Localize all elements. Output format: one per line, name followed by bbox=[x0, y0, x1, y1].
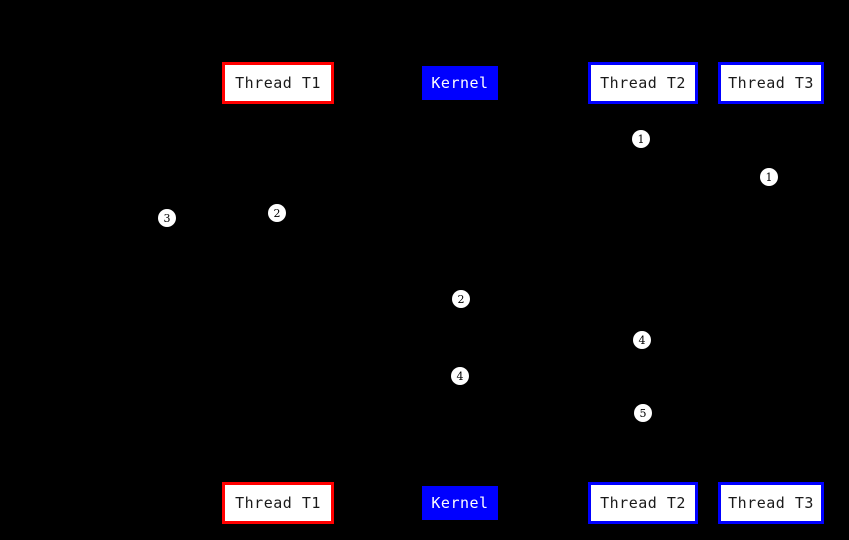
lifeline-t1 bbox=[277, 104, 279, 482]
participant-label: Thread T3 bbox=[728, 74, 814, 92]
sequence-number-marker: 1 bbox=[632, 130, 650, 148]
participant-label: Thread T1 bbox=[235, 74, 321, 92]
participant-foot-kernel[interactable]: Kernel bbox=[422, 486, 498, 520]
message-arrow bbox=[167, 218, 278, 219]
participant-foot-t1[interactable]: Thread T1 bbox=[222, 482, 334, 524]
participant-label: Kernel bbox=[431, 494, 489, 512]
lifeline-t3 bbox=[770, 104, 772, 482]
sequence-number-marker: 3 bbox=[158, 209, 176, 227]
participant-label: Thread T3 bbox=[728, 494, 814, 512]
participant-label: Thread T2 bbox=[600, 74, 686, 92]
message-arrow bbox=[460, 340, 643, 341]
participant-head-t2[interactable]: Thread T2 bbox=[588, 62, 698, 104]
message-arrow bbox=[460, 413, 643, 414]
participant-head-t1[interactable]: Thread T1 bbox=[222, 62, 334, 104]
participant-foot-t2[interactable]: Thread T2 bbox=[588, 482, 698, 524]
participant-label: Thread T2 bbox=[600, 494, 686, 512]
participant-label: Kernel bbox=[431, 74, 489, 92]
sequence-number-marker: 2 bbox=[452, 290, 470, 308]
message-arrow bbox=[278, 376, 460, 377]
participant-head-t3[interactable]: Thread T3 bbox=[718, 62, 824, 104]
message-arrow bbox=[278, 299, 460, 300]
participant-foot-t3[interactable]: Thread T3 bbox=[718, 482, 824, 524]
participant-head-kernel[interactable]: Kernel bbox=[422, 66, 498, 100]
sequence-number-marker: 4 bbox=[451, 367, 469, 385]
sequence-number-marker: 5 bbox=[634, 404, 652, 422]
sequence-number-marker: 1 bbox=[760, 168, 778, 186]
lifeline-t2 bbox=[642, 104, 644, 482]
participant-label: Thread T1 bbox=[235, 494, 321, 512]
sequence-number-marker: 2 bbox=[268, 204, 286, 222]
sequence-number-marker: 4 bbox=[633, 331, 651, 349]
